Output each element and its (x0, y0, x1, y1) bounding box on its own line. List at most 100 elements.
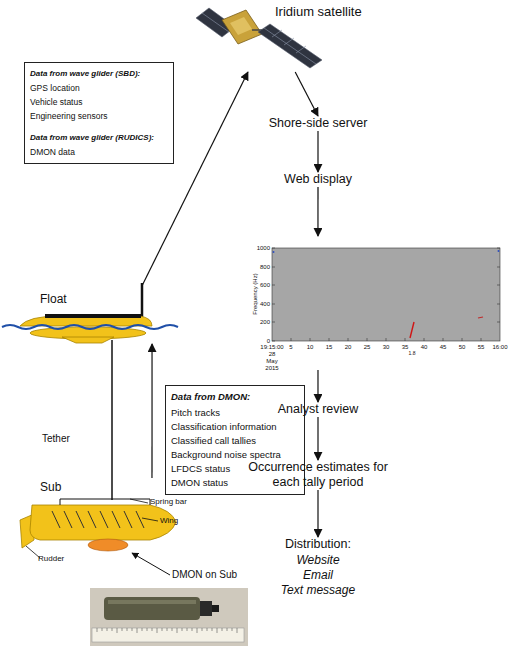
node-text: Web display (258, 172, 378, 187)
tick-label: 40 (421, 344, 428, 350)
tick-label: 600 (260, 282, 270, 288)
sub-part: Sub (18, 478, 178, 550)
flow-step: Distribution:WebsiteEmailText message (258, 537, 378, 598)
node-text: Text message (258, 583, 378, 598)
node-text: Data from DMON: (171, 390, 299, 404)
tick-label: 30 (383, 344, 390, 350)
node-text: Analyst review (258, 402, 378, 417)
flow-step: Analyst review (258, 402, 378, 417)
axis-ticks (272, 248, 500, 341)
node-text: Shore-side server (258, 116, 378, 131)
call-dot (498, 250, 500, 252)
node-text: Background noise spectra (171, 448, 299, 462)
tick-label: 5 (289, 344, 292, 350)
ruler (92, 628, 244, 642)
ruler-ticks (97, 628, 237, 633)
float-keel (62, 337, 114, 343)
tick-label: 35 (402, 344, 409, 350)
tick-label: 10 (307, 344, 314, 350)
dmon-photo (90, 588, 248, 646)
node-text: Data from wave glider (SBD): (30, 67, 168, 81)
node-text: Engineering sensors (30, 109, 168, 123)
date-label: 28 (269, 351, 276, 357)
flow-arrow (317, 490, 318, 537)
tick-label: 15 (326, 344, 333, 350)
data-box: Data from wave glider (SBD):GPS location… (24, 62, 174, 164)
tick-label: 55 (478, 344, 485, 350)
node-text: Frequency (Hz) (252, 273, 258, 314)
leader-line (26, 499, 158, 558)
photo-background (90, 588, 248, 646)
call-trace (478, 317, 483, 318)
leader-arrow (132, 553, 170, 575)
date-label: 2015 (265, 365, 278, 371)
sub-illustration (20, 499, 176, 551)
dmon-endcap (200, 601, 212, 616)
tick-label: 200 (260, 319, 270, 325)
antenna-mast (141, 283, 144, 318)
node-text: Distribution: (258, 537, 378, 552)
flow-arrow (317, 417, 318, 460)
tick-label: 400 (260, 301, 270, 307)
call-trace (410, 322, 414, 338)
tick-label: 19:15:00 (260, 344, 283, 350)
float-part: Float (18, 286, 153, 344)
node-text: Iridium satellite (275, 4, 362, 19)
flow-arrow (295, 72, 318, 116)
tick-label: 45 (440, 344, 447, 350)
spectrogram (272, 248, 500, 341)
part-label: Spring bar (150, 498, 187, 506)
node-text: Float (40, 292, 67, 306)
flow-arrow (151, 344, 152, 478)
node-text: Occurrence estimates for each tally peri… (243, 460, 393, 490)
dmon-highlight (108, 600, 196, 604)
node-text: DMON data (30, 145, 168, 159)
dmon-connector (212, 605, 219, 612)
tether-line (111, 340, 113, 500)
float-illustration (2, 283, 178, 343)
tick-label: 50 (459, 344, 466, 350)
flow-step: Web display (258, 172, 378, 187)
panel-grid (264, 28, 316, 64)
satellite-body (222, 10, 262, 44)
satellite-node: Iridium satellite (200, 0, 370, 72)
part-label: DMON on Sub (172, 570, 237, 580)
part-label: Tether (42, 434, 70, 444)
tick-label: 20 (345, 344, 352, 350)
node-text: Classified call tallies (171, 434, 299, 448)
spring-bar (60, 499, 150, 505)
tick-label: 800 (260, 264, 270, 270)
dmon-housing (104, 597, 200, 620)
node-text: Website (258, 553, 378, 568)
sea-surface (2, 325, 178, 329)
float-deck (45, 314, 141, 318)
dmon-instrument (88, 539, 128, 551)
wing-hatching (52, 511, 144, 528)
spectrogram-panel: Frequency (Hz) (250, 236, 512, 370)
tick-label: 25 (364, 344, 371, 350)
part-label: Wing (160, 517, 178, 525)
date-label: May (266, 358, 277, 364)
flow-arrow (317, 187, 318, 236)
flow-arrow (142, 72, 248, 286)
node-text: Vehicle status (30, 95, 168, 109)
flow-step: Occurrence estimates for each tally peri… (243, 460, 393, 490)
flow-step: Shore-side server (258, 116, 378, 131)
node-text: Sub (40, 480, 61, 494)
flow-arrow (317, 370, 318, 402)
node-text: GPS location (30, 81, 168, 95)
tick-label: 0 (267, 338, 270, 344)
spectrogram-plot (272, 248, 500, 341)
sub-body (30, 505, 176, 540)
call-dot (273, 251, 275, 253)
tick-label: 16:00 (492, 344, 507, 350)
flow-arrow (317, 131, 318, 172)
solar-panel (258, 24, 322, 68)
node-text: Classification information (171, 420, 299, 434)
tick-label: 1000 (257, 245, 270, 251)
node-text: Data from wave glider (RUDICS): (30, 131, 168, 145)
satellite-body (230, 17, 252, 35)
part-label: Rudder (38, 555, 64, 563)
